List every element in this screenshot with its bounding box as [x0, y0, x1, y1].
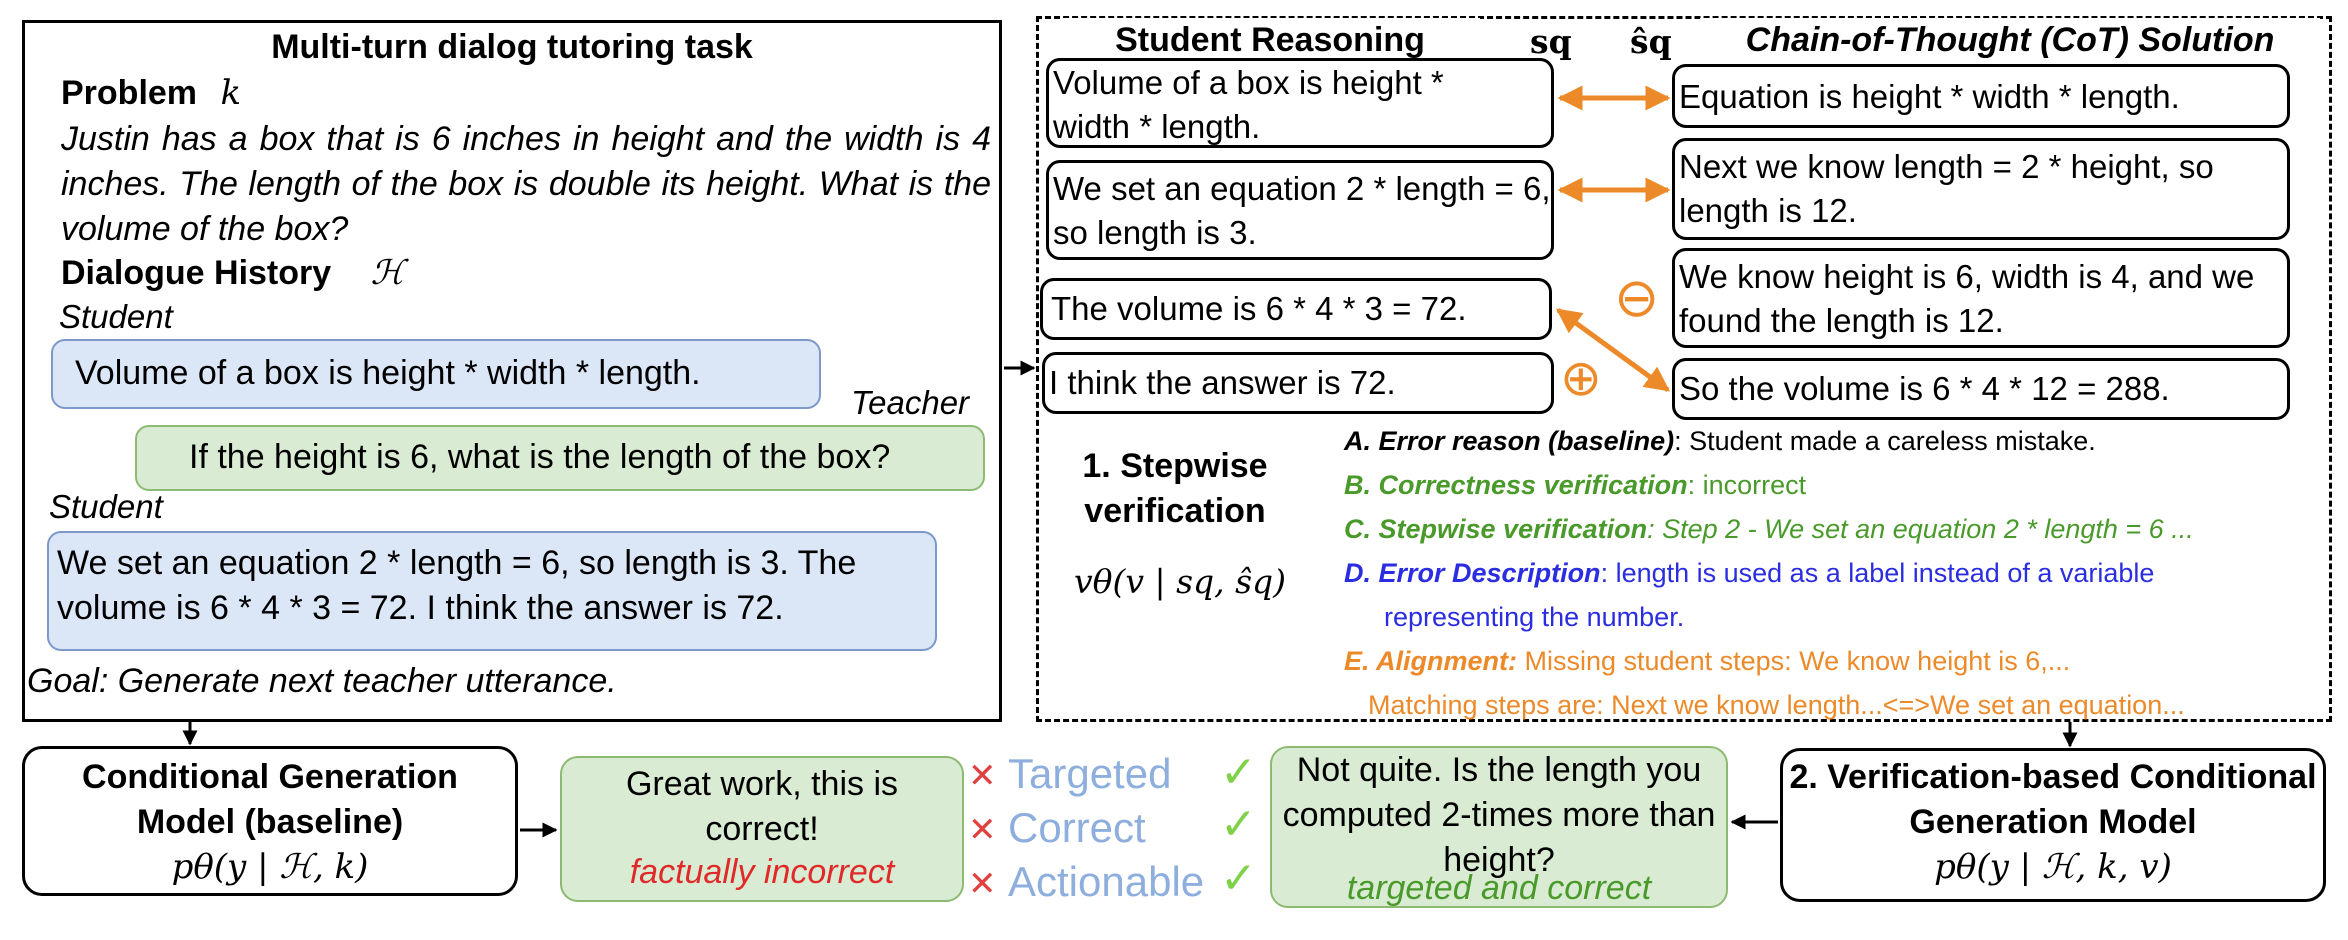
student-label-2: Student: [49, 488, 163, 525]
history-symbol: ℋ: [370, 253, 405, 293]
student-step-1-text: Volume of a box is height * width * leng…: [1053, 64, 1444, 145]
sq-symbol: sq: [1530, 20, 1572, 64]
problem-symbol: k: [220, 73, 242, 113]
tutoring-task-panel: Multi-turn dialog tutoring task Problem …: [22, 20, 1002, 722]
x-icon-actionable: ✕: [968, 865, 997, 903]
verification-items: A. Error reason (baseline): Student made…: [1344, 424, 2324, 732]
student-message-1-text: Volume of a box is height * width * leng…: [75, 354, 701, 392]
student-message-2: We set an equation 2 * length = 6, so le…: [47, 531, 937, 651]
item-e-cont: Matching steps are: Next we know length.…: [1344, 688, 2324, 732]
check-icon-targeted: ✓: [1220, 748, 1257, 797]
student-step-2: We set an equation 2 * length = 6, so le…: [1046, 160, 1554, 260]
criterion-correct: Correct: [1008, 804, 1146, 851]
student-step-4: I think the answer is 72.: [1042, 352, 1554, 414]
criterion-targeted: Targeted: [1008, 750, 1172, 797]
problem-heading: Problem k: [61, 71, 461, 116]
stepwise-formula: vθ(v | sq, ŝq): [1073, 562, 1287, 601]
item-e: E. Alignment: Missing student steps: We …: [1344, 644, 2324, 688]
item-d-text: : length is used as a label instead of a…: [1600, 558, 2155, 588]
cot-step-2: Next we know length = 2 * height, so len…: [1672, 138, 2290, 240]
student-message-2-text: We set an equation 2 * length = 6, so le…: [57, 544, 857, 627]
x-icon-correct: ✕: [968, 811, 997, 849]
baseline-response-text: Great work, this is correct!: [625, 765, 899, 848]
tutoring-title: Multi-turn dialog tutoring task: [271, 28, 753, 66]
verification-panel: [1036, 16, 2332, 722]
verified-response-text: Not quite. Is the length you computed 2-…: [1282, 751, 1716, 879]
item-c-text: : Step 2 - We set an equation 2 * length…: [1647, 514, 2194, 544]
item-d: D. Error Description: length is used as …: [1344, 556, 2324, 600]
cot-step-1-text: Equation is height * width * length.: [1679, 78, 2180, 115]
verified-title: 2. Verification-based Conditional Genera…: [1789, 758, 2317, 841]
cot-title: Chain-of-Thought (CoT) Solution: [1700, 18, 2320, 63]
item-a-label: A. Error reason (baseline): [1344, 426, 1675, 456]
cot-step-3: We know height is 6, width is 4, and we …: [1672, 248, 2290, 348]
item-d-cont-text: representing the number.: [1384, 602, 1685, 632]
stepwise-title: 1. Stepwise verification: [1082, 447, 1268, 530]
item-b-text: : incorrect: [1687, 470, 1807, 500]
goal-text: Goal: Generate next teacher utterance.: [27, 662, 617, 700]
teacher-message: If the height is 6, what is the length o…: [135, 425, 985, 491]
student-message-1: Volume of a box is height * width * leng…: [51, 339, 821, 409]
item-a-text: : Student made a careless mistake.: [1674, 426, 2096, 456]
item-e-text: Missing student steps: We know height is…: [1517, 646, 2071, 676]
item-e-cont-text: Matching steps are: Next we know length.…: [1368, 690, 2185, 720]
check-icon-correct: ✓: [1220, 800, 1257, 849]
check-icon-actionable: ✓: [1220, 854, 1257, 903]
item-b: B. Correctness verification: incorrect: [1344, 468, 2324, 512]
item-b-label: B. Correctness verification: [1344, 470, 1688, 500]
baseline-model-box: Conditional Generation Model (baseline) …: [22, 746, 518, 896]
verified-response: Not quite. Is the length you computed 2-…: [1270, 746, 1728, 908]
student-label-1: Student: [59, 298, 173, 335]
baseline-title: Conditional Generation Model (baseline): [82, 758, 458, 841]
teacher-message-text: If the height is 6, what is the length o…: [189, 438, 891, 476]
problem-text: Justin has a box that is 6 inches in hei…: [61, 120, 991, 248]
problem-label: Problem: [61, 74, 198, 112]
baseline-judgement: factually incorrect: [629, 853, 895, 891]
student-step-4-text: I think the answer is 72.: [1049, 364, 1396, 401]
verified-formula: pθ(y | ℋ, k, v): [1934, 847, 2172, 887]
baseline-formula: pθ(y | ℋ, k): [171, 847, 369, 887]
cot-step-3-text: We know height is 6, width is 4, and we …: [1679, 258, 2255, 339]
teacher-label: Teacher: [851, 384, 970, 421]
verified-judgement: targeted and correct: [1346, 869, 1652, 907]
sq-hat-label: ŝq: [1630, 22, 1672, 61]
student-reasoning-title: Student Reasoning: [1060, 18, 1480, 63]
student-step-3-text: The volume is 6 * 4 * 3 = 72.: [1051, 290, 1467, 327]
student-step-1: Volume of a box is height * width * leng…: [1046, 58, 1554, 148]
item-d-label: D. Error Description: [1344, 558, 1601, 588]
verified-model-box: 2. Verification-based Conditional Genera…: [1780, 748, 2326, 902]
align-arrow-3: [1555, 307, 1671, 393]
cot-step-1: Equation is height * width * length.: [1672, 64, 2290, 128]
cot-step-4-text: So the volume is 6 * 4 * 12 = 288.: [1679, 370, 2170, 407]
history-heading: Dialogue History ℋ: [61, 251, 561, 296]
criterion-actionable: Actionable: [1008, 858, 1205, 905]
sq-hat-symbol: ŝq: [1630, 20, 1672, 64]
cot-step-4: So the volume is 6 * 4 * 12 = 288.: [1672, 358, 2290, 420]
item-c: C. Stepwise verification: Step 2 - We se…: [1344, 512, 2324, 556]
student-step-2-text: We set an equation 2 * length = 6, so le…: [1053, 170, 1551, 251]
sq-label: sq: [1530, 22, 1572, 61]
baseline-response: Great work, this is correct! factually i…: [560, 756, 964, 902]
item-e-label: E. Alignment:: [1344, 646, 1517, 676]
item-d-cont: representing the number.: [1344, 600, 2324, 644]
student-step-3: The volume is 6 * 4 * 3 = 72.: [1040, 278, 1552, 340]
item-c-label: C. Stepwise verification: [1344, 514, 1648, 544]
history-label: Dialogue History: [61, 254, 332, 292]
x-icon-targeted: ✕: [968, 757, 997, 795]
item-a: A. Error reason (baseline): Student made…: [1344, 424, 2324, 468]
cot-step-2-text: Next we know length = 2 * height, so len…: [1679, 148, 2214, 229]
